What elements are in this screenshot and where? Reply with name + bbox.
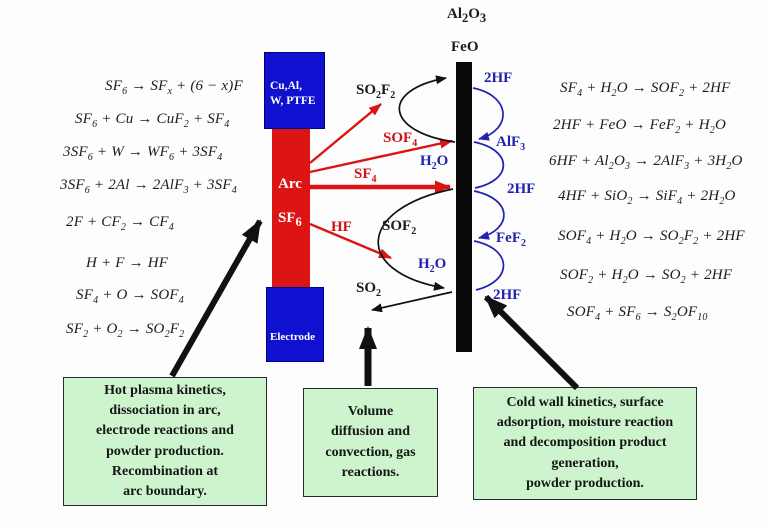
label-so2f2: SO2F2 — [356, 82, 396, 101]
lower-circulation-curve — [377, 188, 454, 291]
label-so2: SO2 — [356, 280, 382, 299]
arc-to-so2f2-arrow — [309, 103, 382, 164]
equation-right-4: 4HF + SiO2 → SiF4 + 2H2O — [558, 188, 736, 207]
equation-right-2: 2HF + FeO → FeF2 + H2O — [553, 117, 726, 136]
arc-column — [272, 126, 310, 289]
callout-volume-diffusion: Volume diffusion and convection, gas rea… — [303, 388, 438, 497]
electrode-material-box — [264, 52, 325, 129]
equation-left-3: 3SF6 + W → WF6 + 3SF4 — [63, 144, 223, 163]
label-2hf-top: 2HF — [484, 70, 513, 86]
equation-left-4: 3SF6 + 2Al → 2AlF3 + 3SF4 — [60, 177, 237, 196]
wall-material-al2o3: Al2O3 — [447, 6, 487, 25]
fef2-to-hf-loop — [473, 240, 505, 291]
cold-wall — [456, 62, 472, 352]
arc-label: Arc — [278, 176, 302, 192]
equation-right-6: SOF2 + H2O → SO2 + 2HF — [560, 267, 733, 286]
wall-material-feo: FeO — [451, 39, 479, 55]
equation-left-2: SF6 + Cu → CuF2 + SF4 — [75, 111, 230, 130]
hf-to-alf3-loop — [472, 87, 504, 141]
hot-plasma-pointer-arrow — [169, 219, 263, 378]
alf3-to-hf-loop — [473, 141, 505, 189]
so2-release-arrow — [371, 291, 453, 313]
label-fef2: FeF2 — [496, 230, 526, 249]
label-h2o-upper: H2O — [420, 153, 449, 172]
label-sf4: SF4 — [354, 166, 377, 185]
label-alf3: AlF3 — [496, 134, 526, 153]
arc-to-hf-arrow — [309, 222, 392, 260]
arc-to-sof4-arrow — [309, 138, 453, 174]
label-sof4: SOF4 — [383, 130, 418, 149]
equation-right-1: SF4 + H2O → SOF2 + 2HF — [560, 80, 731, 99]
label-hf: HF — [331, 219, 352, 235]
callout-cold-wall: Cold wall kinetics, surface adsorption, … — [473, 387, 697, 500]
electrode-material-label: Cu,Al, W, PTFE — [270, 80, 316, 107]
cold-wall-pointer-arrow — [483, 294, 580, 391]
equation-left-5: 2F + CF2 → CF4 — [66, 214, 174, 233]
equation-right-7: SOF4 + SF6 → S2OF10 — [567, 304, 708, 323]
hf-to-fef2-loop — [473, 190, 505, 240]
equation-left-1: SF6 → SFx + (6 − x)F — [105, 78, 243, 97]
callout-hot-plasma: Hot plasma kinetics, dissociation in arc… — [63, 377, 267, 506]
label-2hf-mid: 2HF — [507, 181, 536, 197]
equation-right-3: 6HF + Al2O3 → 2AlF3 + 3H2O — [549, 153, 743, 172]
label-2hf-bottom: 2HF — [493, 287, 522, 303]
arc-gas-label: SF6 — [278, 210, 302, 229]
equation-right-5: SOF4 + H2O → SO2F2 + 2HF — [558, 228, 745, 247]
equation-left-7: SF4 + O → SOF4 — [76, 287, 184, 306]
electrode-label: Electrode — [270, 331, 316, 343]
upper-circulation-curve — [398, 75, 456, 143]
label-h2o-lower: H2O — [418, 256, 447, 275]
electrode-box — [266, 287, 324, 362]
equation-left-6: H + F → HF — [86, 255, 169, 271]
equation-left-8: SF2 + O2 → SO2F2 — [66, 321, 185, 340]
label-sof2: SOF2 — [382, 218, 417, 237]
